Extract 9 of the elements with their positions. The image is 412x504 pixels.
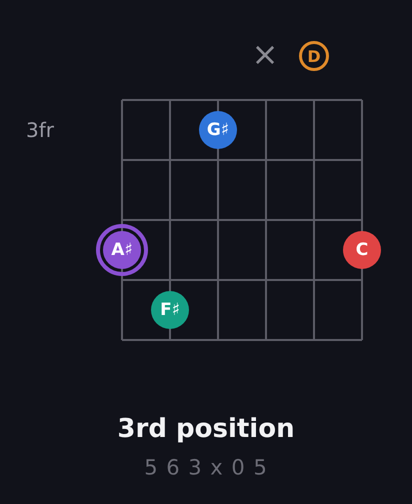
fingering-caption: 5 6 3 x 0 5 [144,458,268,478]
note-dot: G♯ [199,111,237,149]
open-string-circle: D [299,41,329,71]
muted-string-mark: × [252,38,278,70]
fret-number-label: 3fr [26,120,54,140]
chord-title: 3rd position [117,416,295,442]
note-dot: F♯ [151,291,189,329]
root-note-dot: A♯ [96,224,148,276]
note-dot: C [343,231,381,269]
